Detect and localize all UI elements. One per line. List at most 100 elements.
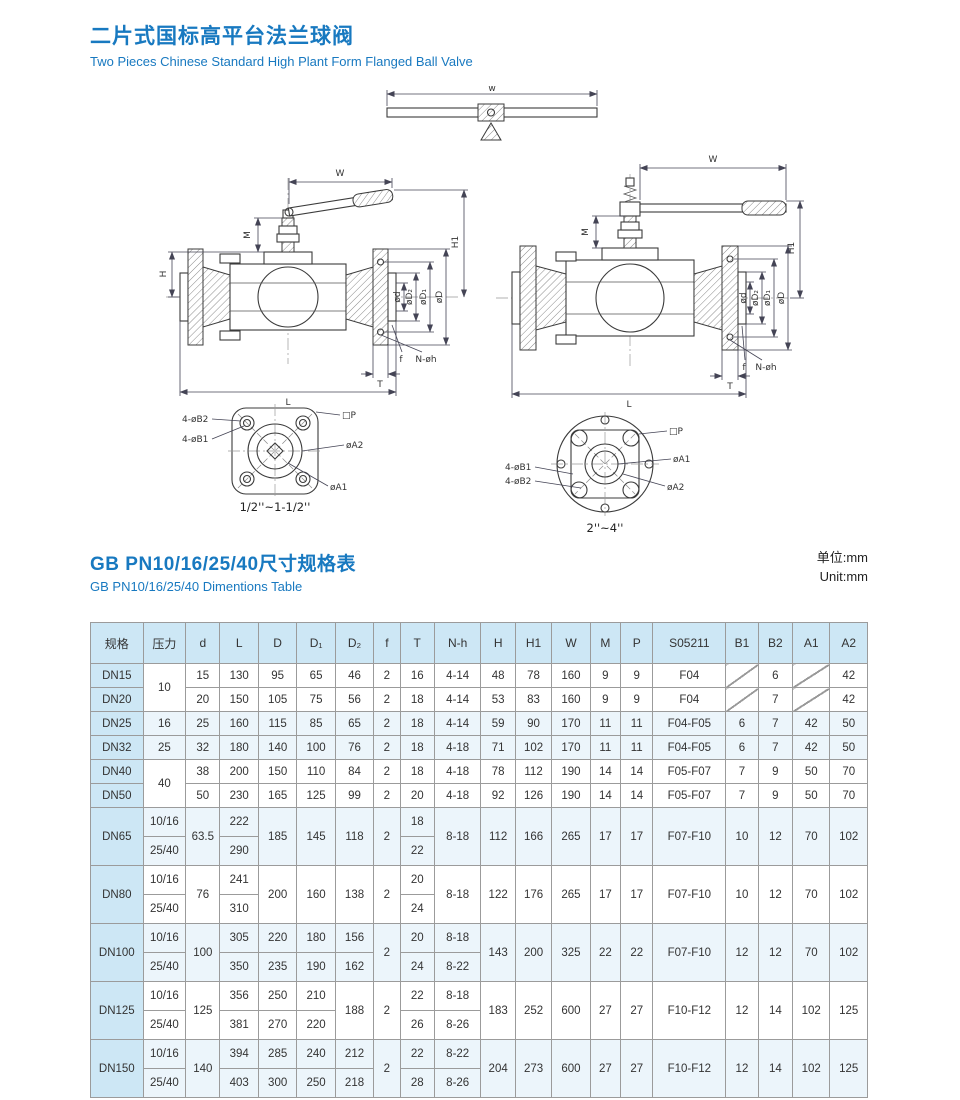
table-cell: 42 [792,711,831,736]
table-cell: 99 [334,783,375,808]
table-cell: 273 [514,1039,553,1098]
table-cell: 78 [514,663,553,688]
spec-cell: DN125 [90,981,144,1040]
table-cell: 7 [725,759,759,784]
table-cell: 71 [480,735,516,760]
table-cell: 20 [399,783,435,808]
table-cell: 2 [373,735,401,760]
table-cell: 56 [334,687,375,712]
dim-label-w-top: w [488,84,495,94]
caption-small-size-range: 1/2''~1-1/2'' [240,500,311,514]
table-cell: 12 [757,807,794,866]
dim-label-H1: H1 [451,236,461,249]
table-cell: 190 [296,952,336,982]
table-cell: 102 [829,865,868,924]
table-cell: 11 [620,735,654,760]
table-cell: 63.5 [185,807,221,866]
table-cell: 12 [757,865,794,924]
table-cell: 112 [480,807,516,866]
caption-large-size-range: 2''~4'' [587,521,624,535]
table-cell: 12 [757,923,794,982]
table-cell: 600 [551,981,591,1040]
table-cell: 600 [551,1039,591,1098]
table-cell: 350 [219,952,259,982]
table-cell: 70 [792,807,831,866]
table-cell: 145 [296,807,336,866]
valve-drawing-large: W M H1 ød øD₂ øD₁ øD [496,155,804,410]
table-cell: 27 [620,981,654,1040]
table-cell: 14 [589,783,622,808]
table-cell: 2 [373,711,401,736]
table-cell: 4-18 [433,783,482,808]
table-cell [792,687,831,712]
column-header: L [219,622,259,664]
table-cell: 200 [257,865,298,924]
table-cell: 240 [296,1039,336,1069]
table-cell: 160 [551,687,591,712]
table-cell: 185 [257,807,298,866]
table-cell: F05-F07 [652,759,727,784]
spec-cell: DN80 [90,865,144,924]
table-cell: 14 [620,759,654,784]
table-cell [725,663,759,688]
table-cell: 76 [334,735,375,760]
table-cell: 125 [296,783,336,808]
table-cell: 183 [480,981,516,1040]
table-cell: 11 [589,735,622,760]
table-cell: 6 [725,711,759,736]
table-cell: 50 [185,783,221,808]
spec-cell: DN100 [90,923,144,982]
table-cell: 150 [257,759,298,784]
table-cell: 4-18 [433,735,482,760]
table-cell: 53 [480,687,516,712]
dim-label-T: T [376,380,383,390]
table-cell: 17 [589,807,622,866]
table-cell: 18 [399,711,435,736]
column-header: 压力 [142,622,187,664]
table-cell: 84 [334,759,375,784]
table-cell: 250 [296,1068,336,1098]
table-cell: 18 [399,687,435,712]
dim-label-M: M [581,228,591,236]
table-cell: 265 [551,807,591,866]
table-cell: 8-26 [433,1068,482,1098]
table-cell: 212 [334,1039,375,1069]
table-cell: 160 [219,711,259,736]
dim-label-d: ød [393,291,403,302]
table-cell: 15 [185,663,221,688]
table-cell: 2 [373,783,401,808]
table-cell: 210 [296,981,336,1011]
column-header: 规格 [90,622,144,664]
table-cell: 2 [373,759,401,784]
table-cell: 14 [589,759,622,784]
table-cell: 403 [219,1068,259,1098]
table-cell: 85 [296,711,336,736]
table-cell: 38 [185,759,221,784]
table-cell: 180 [296,923,336,953]
table-cell: F10-F12 [652,981,727,1040]
table-cell: 160 [551,663,591,688]
table-cell: 125 [185,981,221,1040]
table-cell: 26 [399,1010,435,1040]
unit-note-zh: 单位:mm [816,550,868,565]
dimension-lines: W M H H1 ød øD₂ øD₁ [159,169,468,408]
column-header: P [620,622,654,664]
table-cell: 7 [757,711,794,736]
table-cell: 25/40 [142,1010,187,1040]
table-cell: 70 [792,865,831,924]
table-cell: 70 [829,783,868,808]
table-cell: 20 [399,865,435,895]
table-cell: 170 [551,735,591,760]
table-cell: 75 [296,687,336,712]
table-cell: 70 [829,759,868,784]
table-cell: 2 [373,807,401,866]
